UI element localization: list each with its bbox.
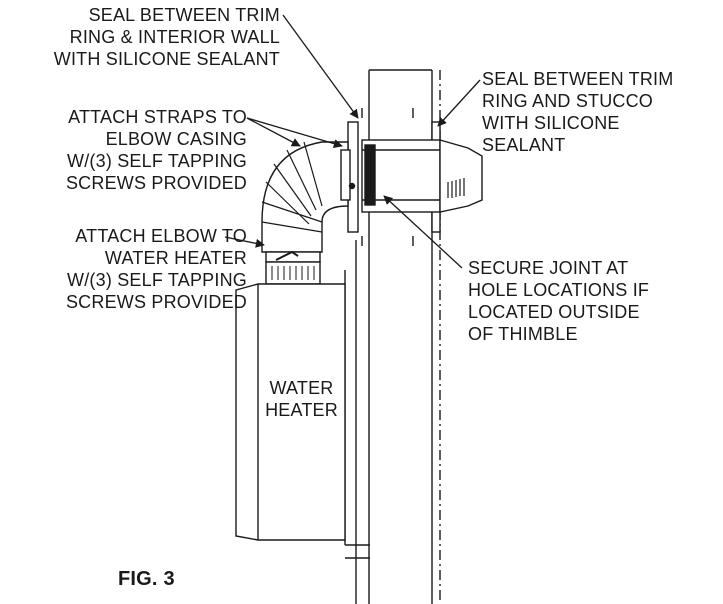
leader-secure-joint <box>383 195 463 269</box>
callout-seal-interior: SEAL BETWEEN TRIM RING & INTERIOR WALL W… <box>53 5 280 69</box>
leader-straps-1 <box>246 117 343 149</box>
vent-elbow <box>261 141 349 253</box>
thimble-joint <box>364 144 376 206</box>
elbow-segments <box>261 141 323 233</box>
water-heater-label: WATER HEATER <box>265 378 338 420</box>
callout-seal-stucco: SEAL BETWEEN TRIM RING AND STUCCO WITH S… <box>482 69 674 155</box>
callout-secure-joint: SECURE JOINT AT HOLE LOCATIONS IF LOCATE… <box>468 258 650 344</box>
collar-ribs <box>271 266 315 280</box>
elbow-strap <box>340 149 351 201</box>
exterior-vent-termination <box>439 139 483 213</box>
callout-attach-elbow: ATTACH ELBOW TO WATER HEATER W/(3) SELF … <box>65 226 247 312</box>
callout-attach-straps: ATTACH STRAPS TO ELBOW CASING W/(3) SELF… <box>65 107 247 193</box>
heater-collar <box>265 261 321 285</box>
leader-elbow <box>224 236 265 248</box>
termination-louvers <box>447 178 465 198</box>
strap-screw <box>348 182 356 190</box>
water-heater <box>235 283 346 541</box>
collar-clip <box>275 250 299 261</box>
leader-straps-2 <box>246 117 301 147</box>
figure-label: FIG. 3 <box>118 568 175 590</box>
elbow-assembly <box>261 141 356 285</box>
thimble-assembly <box>347 121 483 233</box>
leader-seal-stucco <box>437 79 481 127</box>
leader-lines <box>224 14 481 269</box>
leader-seal-interior <box>282 14 359 119</box>
